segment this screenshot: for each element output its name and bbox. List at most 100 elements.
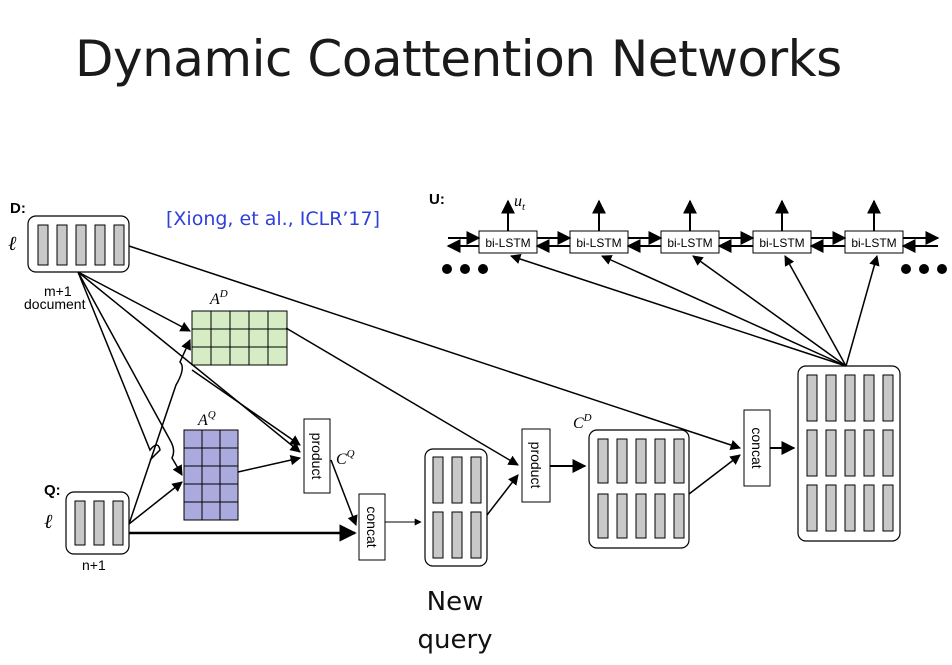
ad-cell <box>191 346 212 366</box>
final-vector <box>863 429 875 477</box>
ell-d: ℓ <box>8 233 17 255</box>
arrow-ad-to-product2 <box>285 327 519 466</box>
caption-line-2: query <box>417 625 493 655</box>
final-vector <box>844 484 856 532</box>
label-cq: CQ <box>336 448 355 468</box>
document-vector <box>75 224 87 266</box>
arrow-product1-to-concat1 <box>330 459 358 526</box>
arrow-ad-to-product1 <box>191 369 301 446</box>
affinity-matrix-aq <box>183 429 239 521</box>
ell-q: ℓ <box>44 511 53 533</box>
final-vector <box>825 374 837 422</box>
arrow-doc-cross <box>77 271 161 461</box>
new-query-vectors <box>432 456 482 559</box>
aq-cell <box>201 501 221 521</box>
arrow-aq-to-product1 <box>237 454 302 473</box>
final-vector <box>863 484 875 532</box>
document-vectors <box>37 224 125 266</box>
aq-cell <box>219 483 239 503</box>
label-document: document <box>24 296 86 312</box>
label-ad: AD <box>209 288 228 308</box>
aq-cell <box>201 465 221 485</box>
aq-cell <box>219 465 239 485</box>
cd-vector <box>673 438 685 484</box>
concat-box-1 <box>358 493 386 561</box>
ad-cell <box>248 328 269 348</box>
arrow-doc-to-concat2 <box>128 245 741 451</box>
arrow-doc-to-aq <box>77 271 183 476</box>
aq-cell <box>183 483 203 503</box>
aq-cell <box>183 465 203 485</box>
connectors <box>77 245 796 542</box>
aq-cell <box>183 429 203 449</box>
final-vector <box>882 374 894 422</box>
new-query-vector <box>432 511 444 559</box>
aq-cell <box>201 483 221 503</box>
aq-cell <box>201 429 221 449</box>
final-to-lstm-arrows <box>510 253 880 367</box>
new-query-vector <box>470 511 482 559</box>
final-vector <box>844 429 856 477</box>
label-u: U: <box>429 191 445 208</box>
cd-vector <box>616 493 628 539</box>
ad-cell <box>191 328 212 348</box>
ad-cell <box>229 328 250 348</box>
fanout-arrow <box>692 255 847 367</box>
final-vector <box>844 374 856 422</box>
final-vector <box>882 429 894 477</box>
label-aq: AQ <box>197 409 216 429</box>
cd-vector <box>635 493 647 539</box>
arrow-q-to-aq <box>128 481 183 525</box>
fanout-arrow <box>601 255 847 367</box>
concat-label-2: concat <box>749 427 765 468</box>
new-query-vector <box>432 456 444 504</box>
aq-cell <box>183 501 203 521</box>
fanout-arrow <box>845 254 880 367</box>
product-box-2 <box>521 428 551 503</box>
concat-label-1: concat <box>364 506 380 547</box>
label-n-plus-1: n+1 <box>82 557 106 573</box>
concat-box-2 <box>743 409 771 487</box>
question-vector <box>93 500 105 546</box>
new-query-caption: New query <box>410 583 500 659</box>
ad-cell <box>248 310 269 330</box>
coattention-context-vectors <box>597 438 685 539</box>
new-query-vector <box>451 456 463 504</box>
label-ut: ut <box>514 193 526 213</box>
cd-vector <box>616 438 628 484</box>
cd-vector <box>597 493 609 539</box>
label-d: D: <box>10 200 26 217</box>
bilstm-label: bi-LSTM <box>851 236 896 250</box>
arrow-doc-to-ad <box>77 271 191 332</box>
final-vector <box>806 484 818 532</box>
label-m-plus-1: m+1 <box>44 283 72 299</box>
ellipsis-left <box>442 264 488 274</box>
product-label-1: product <box>309 433 325 480</box>
ad-cell <box>248 346 269 366</box>
arrow-doc-to-product1 <box>77 271 301 453</box>
aq-cell <box>183 447 203 467</box>
new-query-vector <box>451 511 463 559</box>
bilstm-label: bi-LSTM <box>485 236 530 250</box>
cd-vector <box>635 438 647 484</box>
cd-vector <box>654 493 666 539</box>
ad-cell <box>267 310 288 330</box>
caption-line-1: New <box>426 587 484 617</box>
aq-cell <box>219 429 239 449</box>
bilstm-label: bi-LSTM <box>759 236 804 250</box>
final-vector <box>806 374 818 422</box>
ad-cell <box>229 346 250 366</box>
document-vector <box>37 224 49 266</box>
document-vector <box>113 224 125 266</box>
document-vector <box>56 224 68 266</box>
aq-cell <box>201 447 221 467</box>
ad-cell <box>267 346 288 366</box>
ad-cell <box>210 346 231 366</box>
slide-title: Dynamic Coattention Networks <box>75 30 842 88</box>
fanout-arrow <box>510 253 847 367</box>
final-vector <box>882 484 894 532</box>
cd-vector <box>654 438 666 484</box>
ad-cell <box>210 310 231 330</box>
product-box-1 <box>303 418 331 494</box>
